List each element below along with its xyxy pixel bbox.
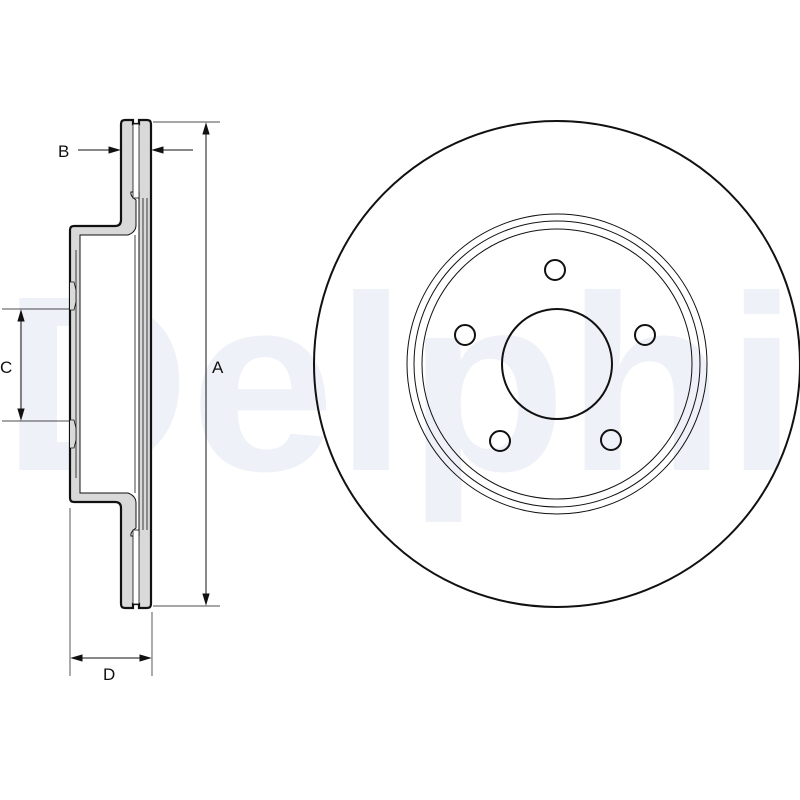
vent-channel-lower bbox=[132, 529, 140, 605]
dim-label-a: A bbox=[212, 358, 224, 377]
bore-chamfer-bottom bbox=[70, 419, 77, 449]
center-bore bbox=[501, 308, 613, 420]
bolt-hole-5 bbox=[600, 429, 622, 451]
dim-d-arrow-left bbox=[70, 654, 83, 662]
dim-c-arrow-top bbox=[17, 309, 25, 322]
dim-b-arrow-left bbox=[108, 146, 121, 154]
bolt-hole-3 bbox=[634, 324, 656, 346]
dim-a-arrow-top bbox=[202, 122, 210, 135]
bolt-hole-2 bbox=[454, 324, 476, 346]
friction-ring-outer bbox=[406, 213, 708, 515]
dim-d-arrow-right bbox=[139, 654, 152, 662]
friction-ring-middle bbox=[413, 220, 701, 508]
dim-b-arrow-right bbox=[151, 146, 164, 154]
dim-a-arrow-bottom bbox=[202, 593, 210, 606]
dim-c-arrow-bottom bbox=[17, 408, 25, 421]
side-section-view bbox=[68, 118, 153, 610]
disc-outer-edge bbox=[313, 120, 800, 608]
hat-inner-cavity bbox=[79, 191, 140, 537]
front-view bbox=[313, 120, 800, 608]
dim-label-b: B bbox=[58, 142, 69, 161]
dim-label-d: D bbox=[103, 665, 115, 684]
vent-channel bbox=[132, 123, 140, 199]
bolt-hole-1 bbox=[544, 259, 566, 281]
bolt-hole-4 bbox=[489, 430, 511, 452]
dim-label-c: C bbox=[0, 358, 12, 377]
dimension-annotations bbox=[2, 121, 220, 676]
bore-chamfer-top bbox=[70, 281, 77, 311]
friction-ring-inner bbox=[421, 228, 693, 500]
